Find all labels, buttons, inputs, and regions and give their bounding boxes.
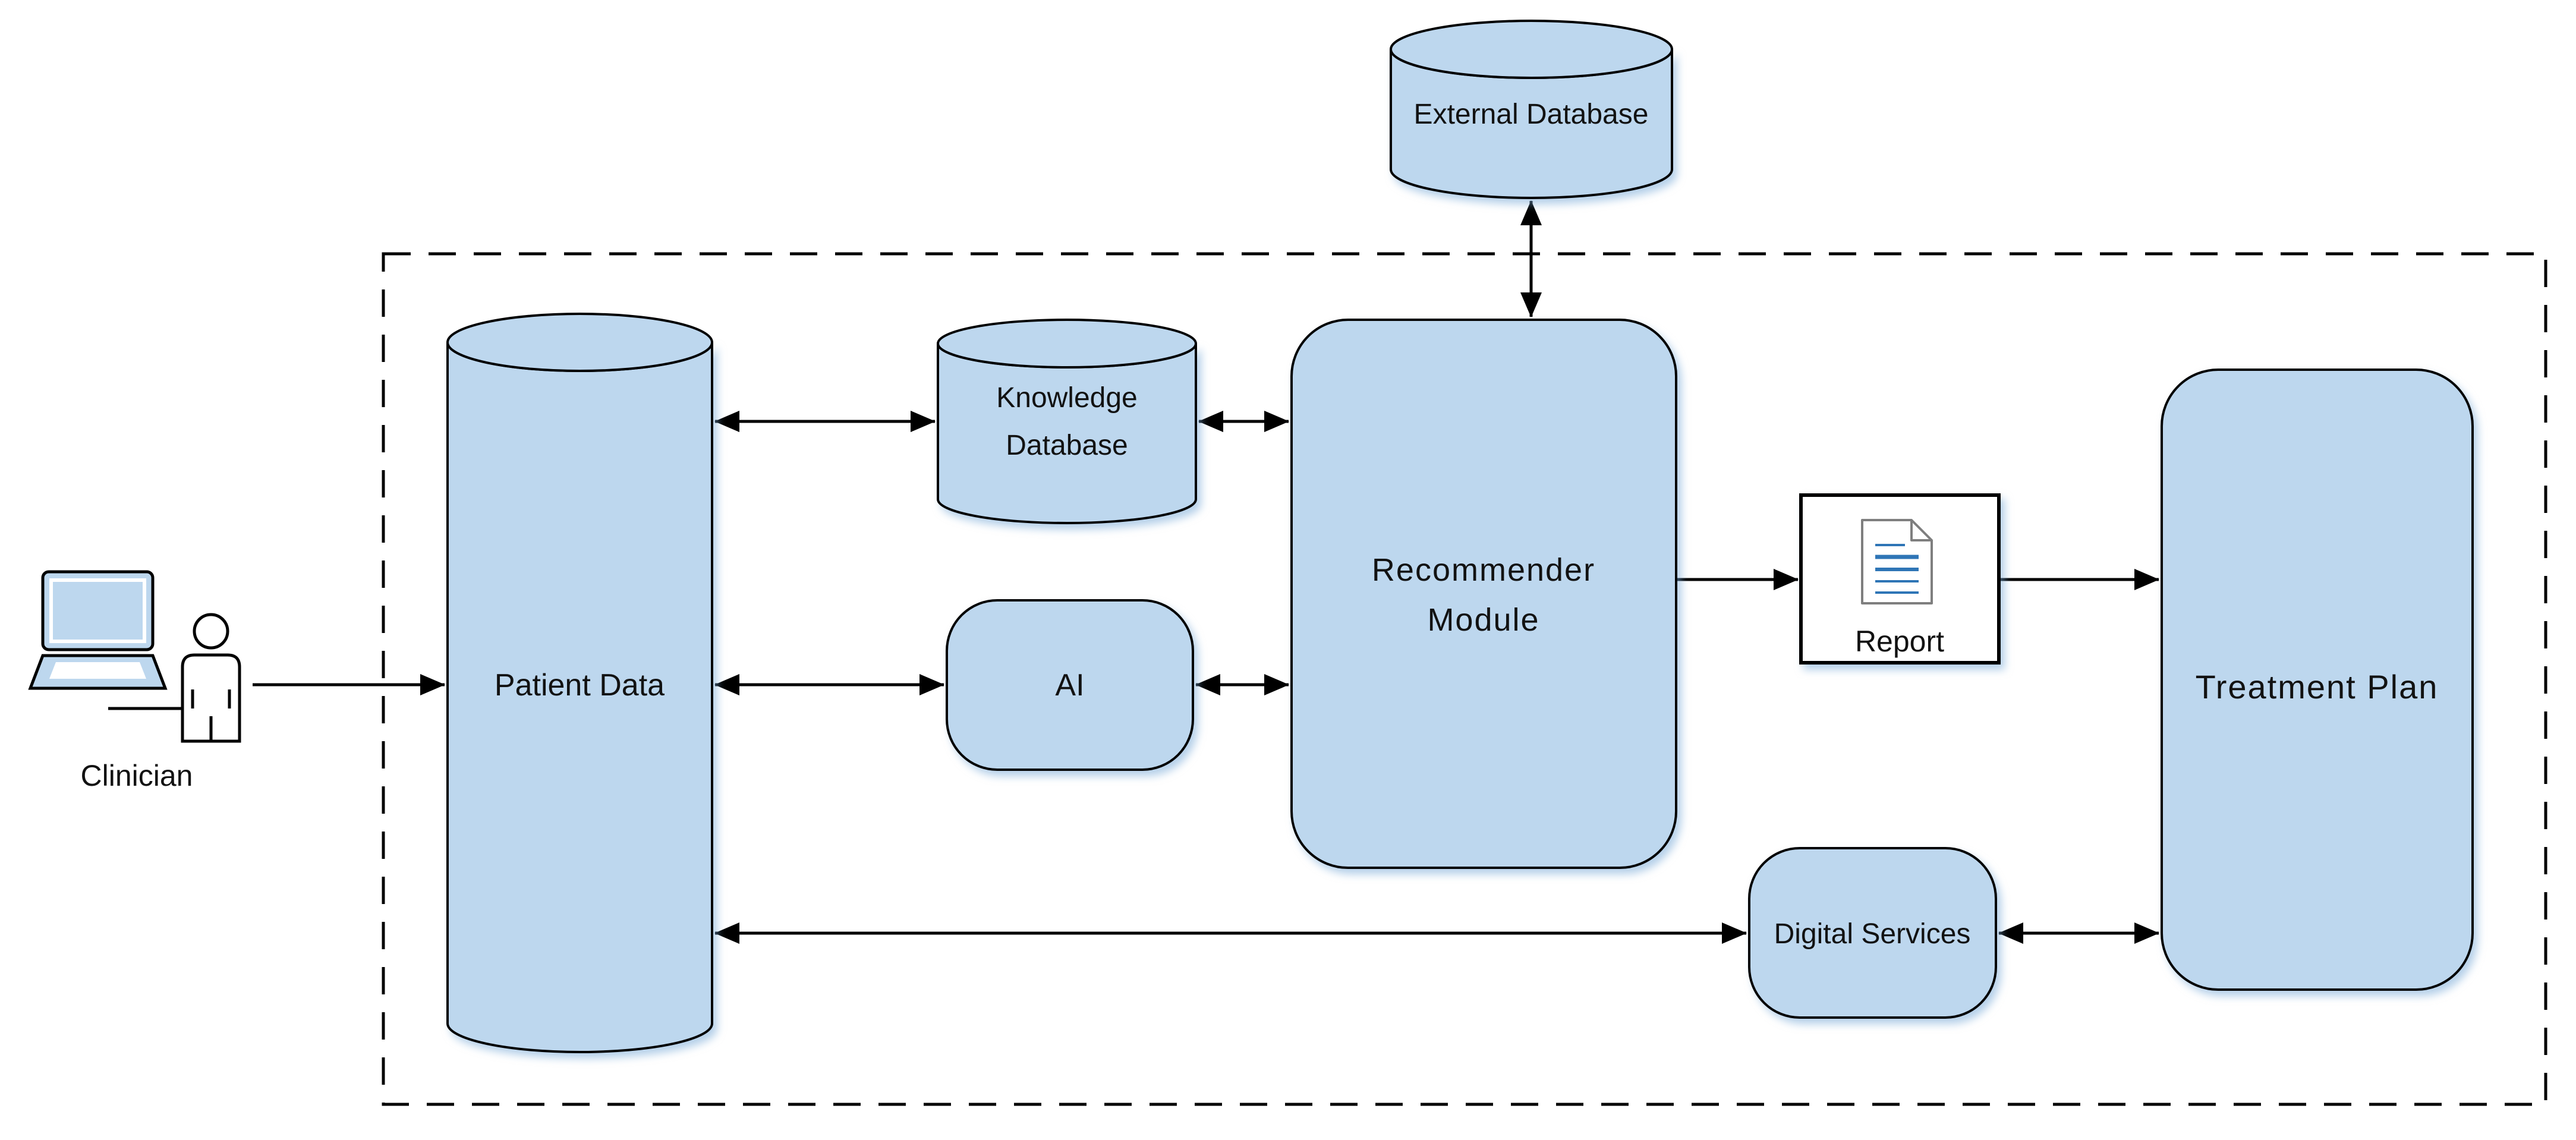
recommender-module-label-line1: Recommender bbox=[1372, 552, 1595, 588]
laptop-icon bbox=[28, 570, 168, 690]
system-boundary-box bbox=[382, 252, 2547, 1106]
node-digital-services: Digital Services bbox=[1748, 847, 1997, 1019]
knowledge-database-label-line1: Knowledge bbox=[996, 382, 1138, 414]
node-treatment-plan: Treatment Plan bbox=[2161, 369, 2474, 991]
ai-label: AI bbox=[1055, 668, 1084, 703]
node-knowledge-database: Knowledge Database bbox=[937, 319, 1197, 524]
digital-services-label: Digital Services bbox=[1774, 918, 1971, 950]
report-label: Report bbox=[1855, 625, 1944, 658]
external-database-label: External Database bbox=[1414, 99, 1649, 130]
clinician-label: Clinician bbox=[81, 759, 193, 792]
patient-data-label: Patient Data bbox=[495, 668, 665, 703]
treatment-plan-label: Treatment Plan bbox=[2196, 668, 2439, 706]
node-external-database: External Database bbox=[1390, 20, 1673, 199]
node-recommender-module: Recommender Module bbox=[1290, 319, 1677, 869]
node-patient-data: Patient Data bbox=[446, 313, 713, 1053]
knowledge-database-label-line2: Database bbox=[1006, 430, 1128, 461]
cylinder-top bbox=[446, 313, 713, 372]
cylinder-top bbox=[937, 319, 1197, 369]
node-clinician: Clinician bbox=[28, 570, 241, 792]
node-ai: AI bbox=[946, 599, 1194, 771]
cylinder-top bbox=[1390, 20, 1673, 79]
person-icon bbox=[181, 613, 241, 743]
node-report: Report bbox=[1799, 493, 2001, 665]
recommender-module-label-line2: Module bbox=[1427, 602, 1539, 638]
document-icon bbox=[1861, 519, 1933, 604]
